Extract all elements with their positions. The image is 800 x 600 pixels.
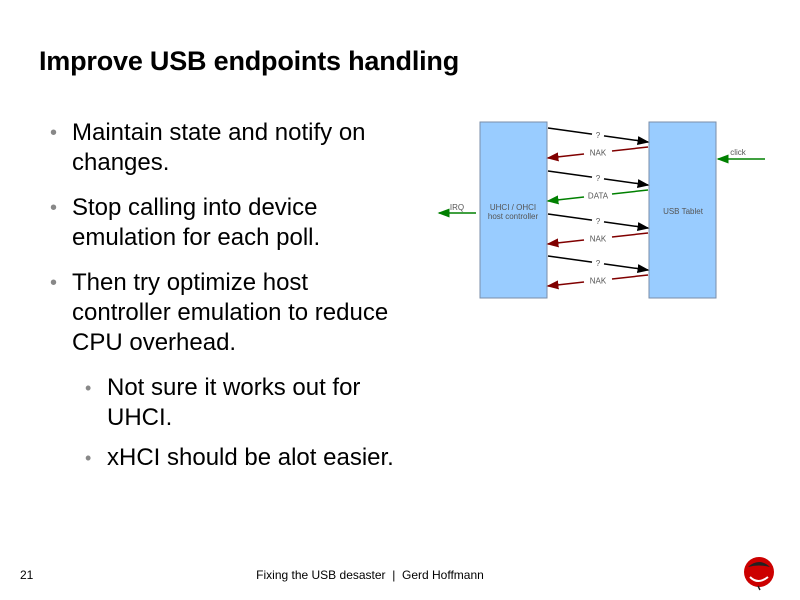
host-controller-box xyxy=(479,121,548,299)
message-arrow xyxy=(546,238,585,248)
message-arrow xyxy=(611,146,649,152)
irq-label: IRQ xyxy=(450,203,464,212)
message-arrow xyxy=(603,178,650,189)
message-label: DATA xyxy=(588,192,609,201)
click-label: click xyxy=(730,148,747,157)
device-label: USB Tablet xyxy=(663,207,704,216)
bullet: Maintain state and notify on changes. xyxy=(50,118,400,178)
bullet: Then try optimize host controller emulat… xyxy=(50,268,400,358)
slide-title: Improve USB endpoints handling xyxy=(39,46,460,76)
sub-bullet: Not sure it works out for UHCI. xyxy=(85,373,400,433)
message-arrow xyxy=(546,195,585,205)
bullet-list: Maintain state and notify on changes. St… xyxy=(50,118,400,483)
message-arrow xyxy=(611,274,649,280)
message-arrow xyxy=(603,221,650,232)
bullet: Stop calling into device emulation for e… xyxy=(50,193,400,253)
page-number: 21 xyxy=(20,568,34,582)
message-label: NAK xyxy=(590,235,607,244)
message-label: NAK xyxy=(590,149,607,158)
message-label: ? xyxy=(596,259,601,268)
usb-tablet-box xyxy=(648,121,717,299)
redhat-shadowman-logo xyxy=(744,557,774,591)
sub-bullet: xHCI should be alot easier. xyxy=(85,443,400,473)
message-label: ? xyxy=(596,174,601,183)
footer-text: Fixing the USB desaster | Gerd Hoffmann xyxy=(256,568,484,582)
host-label: host controller xyxy=(488,212,539,221)
message-arrow xyxy=(611,189,649,195)
host-label: UHCI / OHCI xyxy=(490,203,536,212)
message-arrow xyxy=(547,127,593,135)
message-arrow xyxy=(546,280,585,290)
message-arrow xyxy=(603,263,650,274)
message-label: NAK xyxy=(590,277,607,286)
message-label: ? xyxy=(596,131,601,140)
message-label: ? xyxy=(596,217,601,226)
message-arrow xyxy=(547,255,593,263)
message-arrow xyxy=(603,135,650,146)
message-arrow xyxy=(546,152,585,162)
message-arrow xyxy=(611,232,649,238)
message-arrow xyxy=(547,170,593,178)
message-arrow xyxy=(547,213,593,221)
